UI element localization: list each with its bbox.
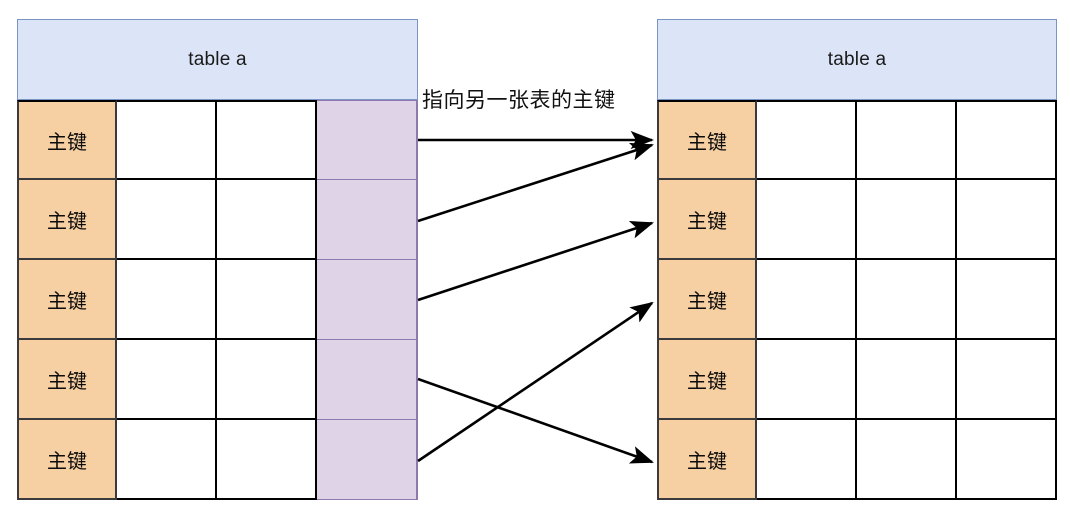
arrow-row2-to-row1 bbox=[417, 142, 654, 223]
left-cell-r3c2 bbox=[117, 260, 217, 340]
table-row: 主键 bbox=[657, 260, 1057, 340]
right-cell-r4c4 bbox=[957, 340, 1057, 420]
left-table-title: table a bbox=[188, 48, 247, 70]
right-cell-r4c2 bbox=[757, 340, 857, 420]
left-cell-r5c1-key: 主键 bbox=[17, 420, 117, 500]
right-cell-r4c1-key: 主键 bbox=[657, 340, 757, 420]
right-cell-r3c3 bbox=[857, 260, 957, 340]
right-cell-r2c1-key: 主键 bbox=[657, 180, 757, 260]
arrow-row3-to-row2 bbox=[417, 221, 654, 302]
right-table: table a 主键 主键 主键 主键 bbox=[657, 19, 1057, 500]
right-cell-r1c1-key: 主键 bbox=[657, 100, 757, 180]
left-cell-r4c4-reference bbox=[317, 340, 418, 420]
left-cell-r4c2 bbox=[117, 340, 217, 420]
right-cell-r2c2 bbox=[757, 180, 857, 260]
table-row: 主键 bbox=[17, 100, 418, 180]
table-row: 主键 bbox=[17, 340, 418, 420]
left-cell-r5c3 bbox=[217, 420, 317, 500]
right-cell-r1c4 bbox=[957, 100, 1057, 180]
right-table-header: table a bbox=[657, 19, 1057, 100]
left-cell-r1c2 bbox=[117, 100, 217, 180]
right-cell-r2c3 bbox=[857, 180, 957, 260]
table-row: 主键 bbox=[657, 420, 1057, 500]
left-cell-r3c4-reference bbox=[317, 260, 418, 340]
left-cell-r2c1-key: 主键 bbox=[17, 180, 117, 260]
right-cell-r3c4 bbox=[957, 260, 1057, 340]
left-cell-r1c4-reference bbox=[317, 100, 418, 180]
table-row: 主键 bbox=[17, 420, 418, 500]
left-cell-r1c3 bbox=[217, 100, 317, 180]
right-table-grid: 主键 主键 主键 主键 bbox=[657, 100, 1057, 500]
left-cell-r1c1-key: 主键 bbox=[17, 100, 117, 180]
left-cell-r5c2 bbox=[117, 420, 217, 500]
left-cell-r2c3 bbox=[217, 180, 317, 260]
arrow-row4-to-row5 bbox=[417, 377, 654, 464]
table-row: 主键 bbox=[657, 180, 1057, 260]
right-cell-r5c1-key: 主键 bbox=[657, 420, 757, 500]
right-cell-r5c2 bbox=[757, 420, 857, 500]
arrow-group bbox=[417, 130, 655, 464]
right-cell-r1c2 bbox=[757, 100, 857, 180]
right-cell-r1c3 bbox=[857, 100, 957, 180]
left-table-grid: 主键 主键 主键 主键 bbox=[17, 100, 418, 500]
foreign-key-annotation-label: 指向另一张表的主键 bbox=[422, 89, 616, 112]
left-cell-r2c2 bbox=[117, 180, 217, 260]
table-row: 主键 bbox=[17, 260, 418, 340]
left-cell-r3c1-key: 主键 bbox=[17, 260, 117, 340]
left-table: table a 主键 主键 主键 主键 bbox=[17, 19, 418, 500]
left-cell-r5c4-reference bbox=[317, 420, 418, 500]
table-row: 主键 bbox=[17, 180, 418, 260]
right-cell-r5c3 bbox=[857, 420, 957, 500]
right-cell-r5c4 bbox=[957, 420, 1057, 500]
table-row: 主键 bbox=[657, 100, 1057, 180]
right-table-title: table a bbox=[827, 48, 887, 70]
right-cell-r2c4 bbox=[957, 180, 1057, 260]
table-row: 主键 bbox=[657, 340, 1057, 420]
arrow-row5-to-row3 bbox=[417, 301, 654, 463]
right-cell-r3c2 bbox=[757, 260, 857, 340]
right-cell-r3c1-key: 主键 bbox=[657, 260, 757, 340]
left-table-header: table a bbox=[17, 19, 418, 100]
left-cell-r4c3 bbox=[217, 340, 317, 420]
left-cell-r3c3 bbox=[217, 260, 317, 340]
left-cell-r4c1-key: 主键 bbox=[17, 340, 117, 420]
left-cell-r2c4-reference bbox=[317, 180, 418, 260]
right-cell-r4c3 bbox=[857, 340, 957, 420]
